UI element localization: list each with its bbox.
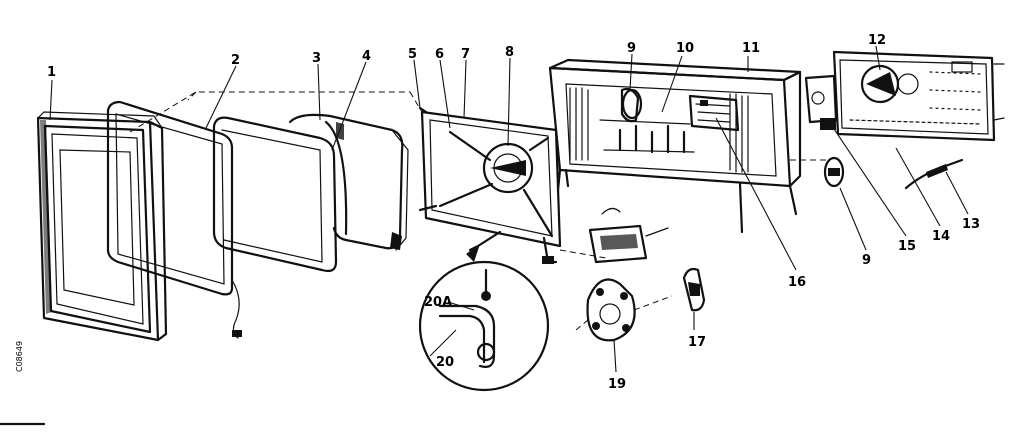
part-6-7-8-tube-mount-assembly (418, 106, 562, 264)
part-1-front-bezel (36, 111, 168, 342)
callout-9-right: 9 (862, 253, 871, 268)
part-9-inner-component (621, 88, 643, 120)
callout-2: 2 (231, 53, 240, 68)
part-4-tube-bell (288, 113, 409, 251)
callout-7: 7 (461, 47, 470, 62)
detail-inset-20 (418, 230, 550, 392)
exploded-view-guides (129, 91, 826, 259)
callout-4: 4 (362, 49, 371, 64)
callout-6: 6 (435, 47, 444, 62)
part-3-picture-tube (212, 116, 338, 273)
callout-1: 1 (47, 65, 56, 80)
side-reference-code: C08649 (15, 341, 24, 372)
part-17-bracket (682, 267, 706, 312)
part-13-cable (904, 158, 964, 190)
flyback-subassembly (588, 207, 669, 264)
callout-20: 20 (436, 355, 454, 370)
callout-19: 19 (608, 377, 626, 392)
callout-15: 15 (898, 239, 916, 254)
callout-16: 16 (788, 275, 806, 290)
callout-5: 5 (408, 47, 417, 62)
callout-20a: 20A (424, 295, 452, 310)
leader-lines (49, 45, 969, 373)
part-9-oval-component (823, 156, 845, 188)
callout-8: 8 (505, 45, 514, 60)
callout-11: 11 (742, 41, 760, 56)
callout-12: 12 (868, 33, 886, 48)
callout-14: 14 (932, 229, 950, 244)
part-12-14-15-back-panel (804, 50, 1005, 142)
part-2-safety-glass (106, 100, 242, 339)
callout-9-cabinet: 9 (627, 41, 636, 56)
part-11-cabinet (548, 58, 802, 234)
callout-3: 3 (312, 51, 321, 66)
callout-13: 13 (962, 217, 980, 232)
part-19-socket-plate (575, 278, 673, 342)
callout-17: 17 (688, 335, 706, 350)
callout-10: 10 (676, 41, 694, 56)
callout-labels: 1 2 3 4 5 6 7 8 9 10 11 12 13 14 15 16 1… (47, 33, 980, 392)
